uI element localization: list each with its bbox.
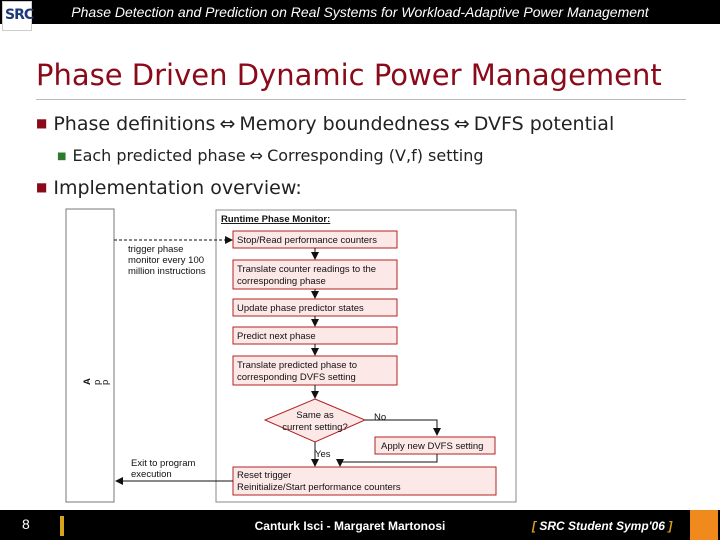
svg-text:Translate counter readings to: Translate counter readings to the [237,264,376,275]
footer-accent [60,516,64,536]
step-translate-counters [232,259,398,290]
svg-text:corresponding phase: corresponding phase [237,276,326,287]
title-divider [36,99,686,100]
svg-text:current setting?: current setting? [282,422,347,433]
slide-title: Phase Driven Dynamic Power Management [36,58,662,92]
exit-note-line2: execution [131,469,172,480]
svg-text:Stop/Read performance counters: Stop/Read performance counters [237,235,377,246]
no-label: No [374,412,386,423]
double-arrow-icon: ⇔ [453,113,470,135]
bullet-implementation: ■Implementation overview: [36,177,302,199]
trigger-note-line3: million instructions [128,266,206,277]
src-logo: SRC [2,1,34,31]
step-translate-predicted-phase [232,355,398,386]
svg-text:p: p [92,380,103,385]
svg-text:corresponding DVFS setting: corresponding DVFS setting [237,372,356,383]
svg-text:Translate predicted phase to: Translate predicted phase to [237,360,357,371]
princeton-shield-logo [690,510,718,540]
double-arrow-icon: ⇔ [219,113,236,135]
bullet-phase-definitions: ■Phase definitions⇔Memory boundedness⇔DV… [36,113,615,135]
svg-text:Predict next phase: Predict next phase [237,331,316,342]
svg-text:Apply new DVFS setting: Apply new DVFS setting [381,441,483,452]
trigger-note-line1: trigger phase [128,244,183,255]
yes-label: Yes [315,449,331,460]
footer-venue: [ SRC Student Symp'06 ] [532,519,673,533]
header-bar [0,0,720,24]
exit-note-line1: Exit to program [131,458,195,469]
sub-bullet-predicted-phase: ■Each predicted phase⇔Corresponding (V,f… [57,146,484,165]
page-number: 8 [22,516,30,532]
footer-authors: Canturk Isci - Margaret Martonosi [254,519,446,533]
step-apply-dvfs [374,436,496,455]
sub-bullet-marker: ■ [57,151,67,162]
trigger-note-line2: monitor every 100 [128,255,204,266]
svg-text:Reinitialize/Start performance: Reinitialize/Start performance counters [237,482,401,493]
footer-bar [0,510,720,540]
merge-arrow [336,454,438,467]
header-title: Phase Detection and Prediction on Real S… [71,4,649,20]
app-label: A [82,378,93,385]
application-bar [65,208,115,503]
double-arrow-icon: ⇔ [249,146,264,165]
bullet-marker: ■ [36,116,48,130]
monitor-title: Runtime Phase Monitor: [221,214,330,225]
svg-text:p: p [100,380,111,385]
svg-text:Same as: Same as [296,410,334,421]
no-branch-arrow [365,419,441,436]
bullet-marker: ■ [36,180,48,194]
svg-text:Reset trigger: Reset trigger [237,470,291,481]
svg-text:Update phase predictor states: Update phase predictor states [237,303,364,314]
